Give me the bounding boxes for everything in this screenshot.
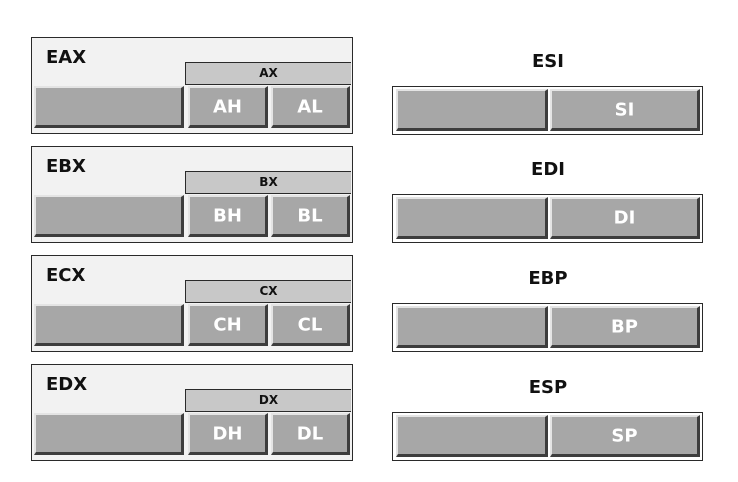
register-name: EBP bbox=[528, 268, 568, 289]
sub-register-bar: CX bbox=[185, 280, 351, 303]
upper-16-bits-cell bbox=[34, 195, 184, 237]
lower-16-bits-cell: DI bbox=[550, 197, 700, 239]
register-edi: EDI DI bbox=[392, 147, 704, 244]
low-byte-cell: CL bbox=[271, 304, 350, 346]
low-byte-cell: BL bbox=[271, 195, 350, 237]
low-byte-label: AL bbox=[297, 96, 323, 117]
high-byte-label: CH bbox=[213, 314, 242, 335]
register-name: EDI bbox=[531, 159, 565, 180]
upper-16-bits-cell bbox=[396, 197, 548, 239]
high-byte-cell: DH bbox=[188, 413, 268, 455]
register-ebx: EBX BX BH BL bbox=[31, 146, 353, 243]
lower-16-bits-cell: SP bbox=[550, 415, 700, 457]
upper-16-bits-cell bbox=[396, 306, 548, 348]
upper-16-bits-cell bbox=[396, 89, 548, 131]
register-frame: BP bbox=[392, 303, 703, 352]
register-name: ESI bbox=[532, 51, 564, 72]
upper-16-bits-cell bbox=[34, 304, 184, 346]
upper-16-bits-cell bbox=[34, 86, 184, 128]
sub-register-label: AX bbox=[259, 66, 278, 80]
upper-16-bits-cell bbox=[34, 413, 184, 455]
register-name: EBX bbox=[46, 156, 86, 177]
lower-16-bits-cell: SI bbox=[550, 89, 700, 131]
high-byte-label: AH bbox=[213, 96, 242, 117]
sub-register-label: DX bbox=[258, 393, 279, 407]
high-byte-cell: AH bbox=[188, 86, 268, 128]
register-ebp: EBP BP bbox=[392, 256, 704, 353]
register-name: ECX bbox=[46, 265, 86, 286]
register-name: EDX bbox=[46, 374, 88, 395]
sub-register-label: CX bbox=[259, 284, 278, 298]
register-ecx: ECX CX CH CL bbox=[31, 255, 353, 352]
lower-16-bits-label: SI bbox=[614, 99, 635, 120]
sub-register-label: BX bbox=[259, 175, 278, 189]
register-name: ESP bbox=[528, 377, 568, 398]
register-eax: EAX AX AH AL bbox=[31, 37, 353, 134]
register-frame: DI bbox=[392, 194, 703, 243]
low-byte-cell: DL bbox=[271, 413, 350, 455]
lower-16-bits-cell: BP bbox=[550, 306, 700, 348]
lower-16-bits-label: SP bbox=[611, 425, 638, 446]
low-byte-cell: AL bbox=[271, 86, 350, 128]
high-byte-label: DH bbox=[212, 423, 243, 444]
sub-register-bar: BX bbox=[185, 171, 351, 194]
register-esp: ESP SP bbox=[392, 365, 704, 462]
upper-16-bits-cell bbox=[396, 415, 548, 457]
register-esi: ESI SI bbox=[392, 39, 704, 136]
low-byte-label: DL bbox=[296, 423, 324, 444]
low-byte-label: CL bbox=[297, 314, 323, 335]
register-frame: SI bbox=[392, 86, 703, 135]
high-byte-cell: BH bbox=[188, 195, 268, 237]
register-name: EAX bbox=[46, 47, 87, 68]
register-edx: EDX DX DH DL bbox=[31, 364, 353, 461]
low-byte-label: BL bbox=[297, 205, 323, 226]
lower-16-bits-label: DI bbox=[613, 207, 636, 228]
high-byte-label: BH bbox=[213, 205, 242, 226]
register-frame: SP bbox=[392, 412, 703, 461]
sub-register-bar: DX bbox=[185, 389, 351, 412]
high-byte-cell: CH bbox=[188, 304, 268, 346]
sub-register-bar: AX bbox=[185, 62, 351, 85]
lower-16-bits-label: BP bbox=[611, 316, 638, 337]
